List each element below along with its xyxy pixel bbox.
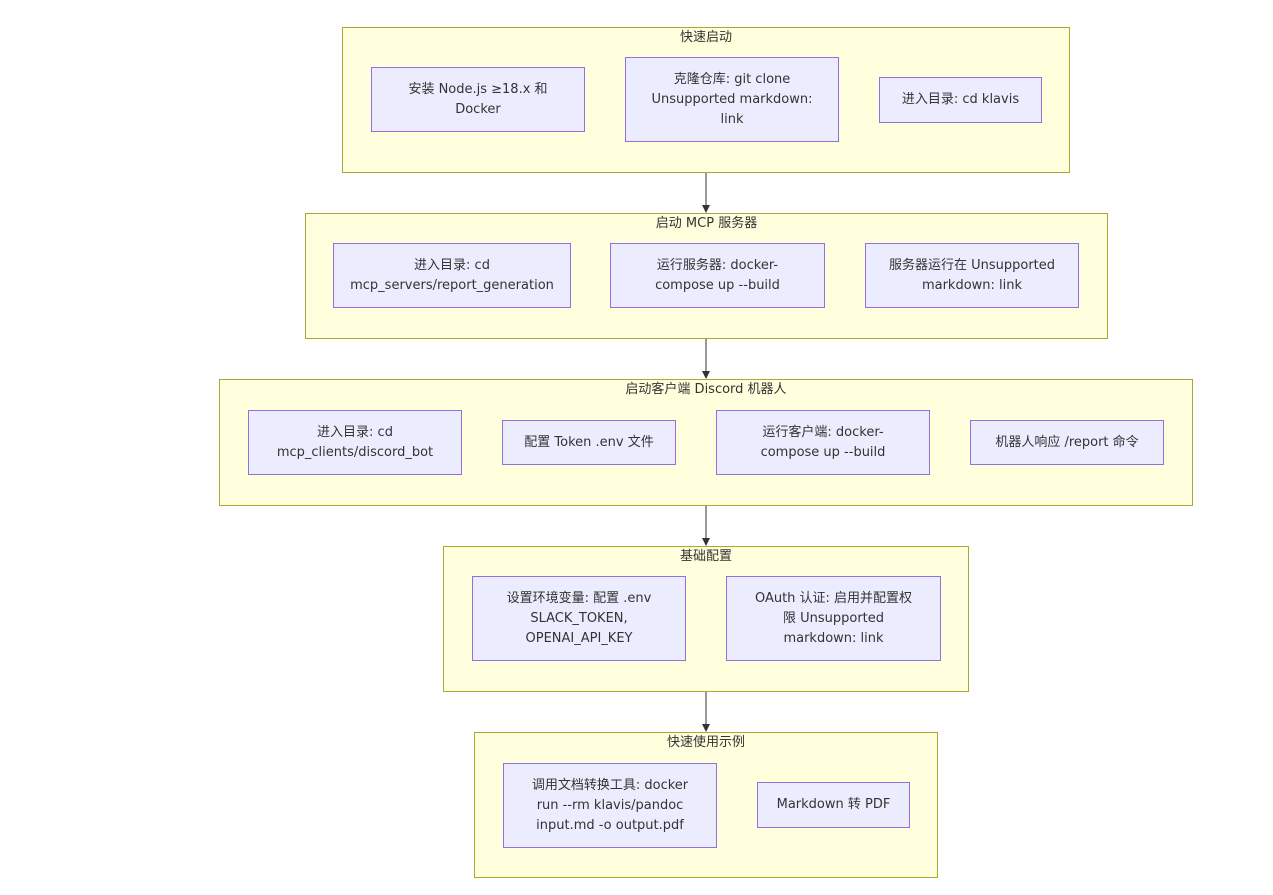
node-bot-responds: 机器人响应 /report 命令 xyxy=(970,420,1164,465)
node-label: 进入目录: cd mcp_clients/discord_bot xyxy=(276,424,434,460)
cluster-title: 启动客户端 Discord 机器人 xyxy=(625,382,787,397)
cluster-title: 快速使用示例 xyxy=(666,735,745,750)
node-clone-repo: 克隆仓库: git clone Unsupported markdown: li… xyxy=(625,57,839,142)
node-label: OAuth 认证: 启用并配置权 限 Unsupported markdown:… xyxy=(754,590,913,646)
cluster-title: 基础配置 xyxy=(679,549,732,564)
cluster-title: 启动 MCP 服务器 xyxy=(655,216,758,231)
node-label: 服务器运行在 Unsupported markdown: link xyxy=(888,257,1056,293)
node-markdown-to-pdf: Markdown 转 PDF xyxy=(757,782,910,828)
node-label: 安装 Node.js ≥18.x 和 Docker xyxy=(408,81,548,117)
node-call-pandoc: 调用文档转换工具: docker run --rm klavis/pandoc … xyxy=(503,763,717,848)
node-configure-token: 配置 Token .env 文件 xyxy=(502,420,676,465)
node-label: 克隆仓库: git clone Unsupported markdown: li… xyxy=(651,71,813,127)
node-run-client: 运行客户端: docker- compose up --build xyxy=(716,410,930,475)
cluster-title: 快速启动 xyxy=(679,30,732,45)
node-install-node-docker: 安装 Node.js ≥18.x 和 Docker xyxy=(371,67,585,132)
node-oauth: OAuth 认证: 启用并配置权 限 Unsupported markdown:… xyxy=(726,576,941,661)
node-cd-discord-bot: 进入目录: cd mcp_clients/discord_bot xyxy=(248,410,462,475)
node-label: 进入目录: cd mcp_servers/report_generation xyxy=(350,257,554,293)
node-cd-klavis: 进入目录: cd klavis xyxy=(879,77,1042,123)
node-cd-report-generation: 进入目录: cd mcp_servers/report_generation xyxy=(333,243,571,308)
node-label: 进入目录: cd klavis xyxy=(901,92,1020,107)
node-set-env-vars: 设置环境变量: 配置 .env SLACK_TOKEN, OPENAI_API_… xyxy=(472,576,686,661)
node-label: Markdown 转 PDF xyxy=(776,797,891,812)
node-label: 机器人响应 /report 命令 xyxy=(995,434,1139,450)
node-label: 调用文档转换工具: docker run --rm klavis/pandoc … xyxy=(531,777,689,833)
node-label: 配置 Token .env 文件 xyxy=(524,434,654,450)
node-label: 运行客户端: docker- compose up --build xyxy=(760,424,886,460)
node-server-running: 服务器运行在 Unsupported markdown: link xyxy=(865,243,1079,308)
node-label: 运行服务器: docker- compose up --build xyxy=(655,257,780,293)
node-run-server: 运行服务器: docker- compose up --build xyxy=(610,243,825,308)
node-label: 设置环境变量: 配置 .env SLACK_TOKEN, OPENAI_API_… xyxy=(506,590,652,646)
